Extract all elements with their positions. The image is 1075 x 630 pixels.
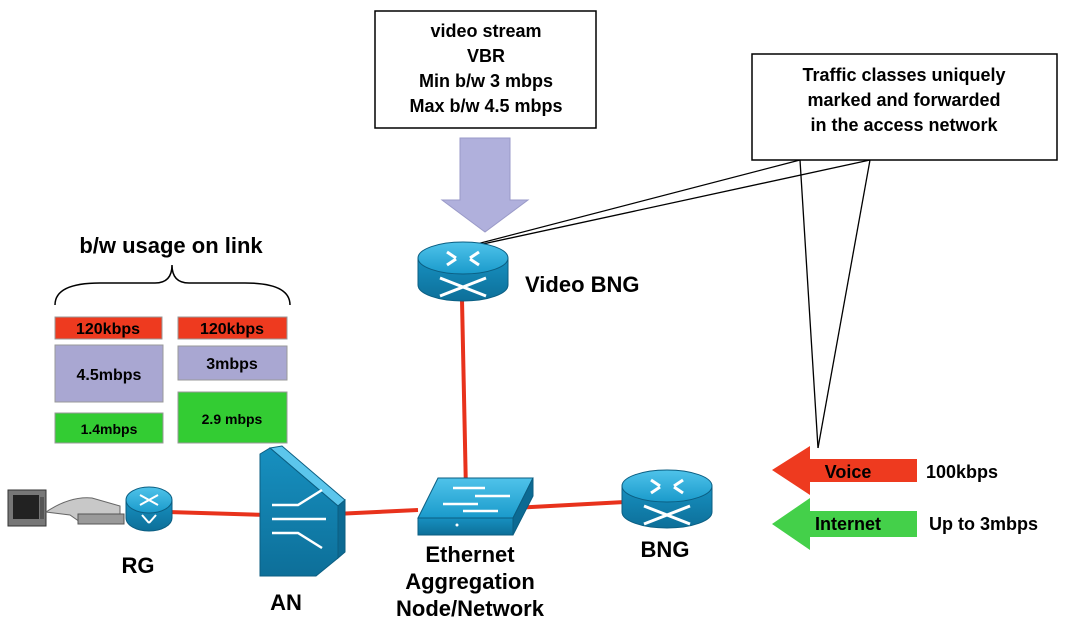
eth-agg-label-line-3: Node/Network <box>396 596 545 621</box>
internet-rate-label: Up to 3mbps <box>929 514 1038 534</box>
traffic-classes-callout: Traffic classes uniquely marked and forw… <box>445 53 1058 449</box>
usage-col1-voice: 120kbps <box>76 321 140 338</box>
bng-label: BNG <box>641 537 690 562</box>
video-bng-label: Video BNG <box>525 272 640 297</box>
video-bng-router-icon <box>417 241 509 302</box>
voice-arrow-label: Voice <box>825 462 872 482</box>
video-down-arrow <box>440 137 530 233</box>
network-links <box>167 299 626 517</box>
video-stream-box: video stream VBR Min b/w 3 mbps Max b/w … <box>374 10 597 129</box>
rg-label: RG <box>122 553 155 578</box>
usage-col1-internet: 1.4mbps <box>81 421 138 437</box>
traffic-box-line-2: marked and forwarded <box>807 90 1000 110</box>
an-device-icon <box>259 445 346 577</box>
video-box-line-2: VBR <box>467 46 505 66</box>
bw-usage-panel: b/w usage on link 120kbps 4.5mbps 1.4mbp… <box>54 233 291 444</box>
internet-flow-arrow: Internet <box>772 498 917 550</box>
voice-rate-label: 100kbps <box>926 462 998 482</box>
eth-agg-label-line-2: Aggregation <box>405 569 535 594</box>
rg-router-icon <box>125 486 173 532</box>
video-box-line-3: Min b/w 3 mbps <box>419 71 553 91</box>
traffic-box-line-3: in the access network <box>810 115 998 135</box>
video-box-line-4: Max b/w 4.5 mbps <box>409 96 562 116</box>
eth-agg-label-line-1: Ethernet <box>425 542 515 567</box>
tv-settop-icon <box>7 489 125 527</box>
voice-flow-arrow: Voice <box>772 446 917 495</box>
usage-col2-voice: 120kbps <box>200 321 264 338</box>
an-label: AN <box>270 590 302 615</box>
usage-col2-video: 3mbps <box>206 356 258 373</box>
bw-usage-title: b/w usage on link <box>79 233 263 258</box>
internet-arrow-label: Internet <box>815 514 881 534</box>
ethernet-switch-icon <box>417 477 534 536</box>
usage-col1-video: 4.5mbps <box>77 367 142 384</box>
bw-usage-brace <box>54 264 291 306</box>
traffic-box-line-1: Traffic classes uniquely <box>802 65 1005 85</box>
video-box-line-1: video stream <box>430 21 541 41</box>
bng-router-icon <box>621 469 713 529</box>
usage-col2-internet: 2.9 mbps <box>202 411 263 427</box>
